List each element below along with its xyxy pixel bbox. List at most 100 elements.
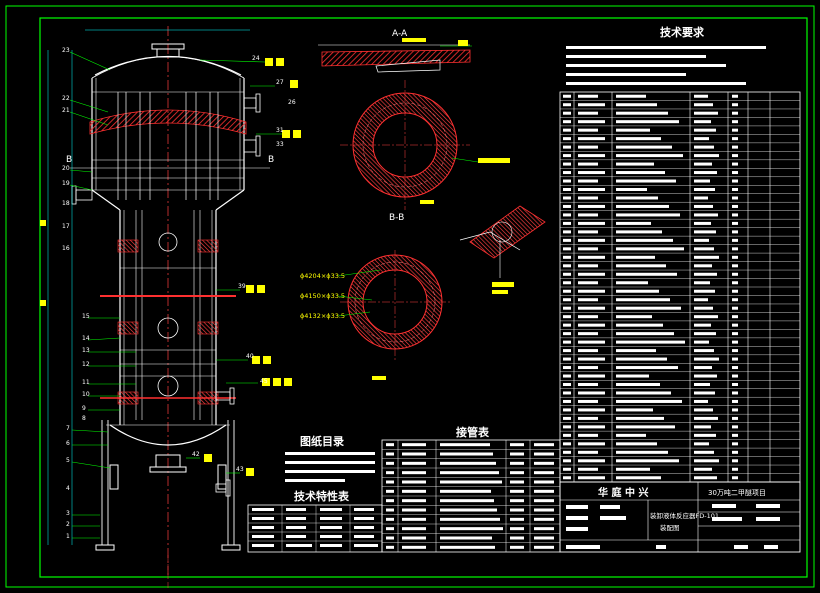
nozzle-cell-std	[440, 545, 495, 549]
nozzle-cell-size	[402, 452, 426, 456]
nozzle-cell-std	[440, 452, 493, 456]
part-17: 17	[62, 223, 70, 230]
parts-cell-name	[616, 476, 661, 480]
part-11: 11	[82, 379, 90, 386]
parts-cell-name	[616, 323, 663, 327]
parts-cell-code	[578, 399, 598, 403]
nozzle-cell-no	[386, 545, 394, 549]
nozzle-cell-std	[440, 499, 494, 503]
parts-cell-qty	[732, 230, 738, 234]
part-7: 7	[66, 425, 70, 432]
parts-cell-qty	[732, 476, 738, 480]
parts-cell-material	[694, 137, 709, 141]
part-20: 20	[62, 165, 70, 172]
parts-cell-name	[616, 399, 682, 403]
parts-cell-material	[694, 204, 713, 208]
parts-cell-code	[578, 179, 598, 183]
parts-cell-name	[616, 408, 653, 412]
parts-cell-material	[694, 120, 711, 124]
part-15: 15	[82, 313, 90, 320]
parts-cell-name	[616, 111, 668, 115]
parts-cell-no	[563, 111, 571, 115]
part-9: 9	[82, 405, 86, 412]
parts-cell-no	[563, 264, 571, 268]
parts-cell-code	[578, 154, 605, 158]
parts-cell-code	[578, 281, 598, 285]
parts-cell-qty	[732, 366, 738, 370]
tech-requirements-block: 技术要求	[566, 25, 766, 85]
nozzle-cell-face	[510, 508, 524, 512]
parts-cell-material	[694, 230, 716, 234]
nozzle-cell-no	[386, 480, 394, 484]
parts-cell-code	[578, 272, 605, 276]
part-26: 26	[288, 99, 296, 106]
part-5: 5	[66, 457, 70, 464]
dim-label-2: ϕ4150×ϕ33.5	[300, 292, 345, 300]
parts-cell-material	[694, 94, 708, 98]
nozzle-cell-size	[402, 536, 426, 540]
parts-cell-qty	[732, 391, 738, 395]
parts-cell-name	[616, 357, 667, 361]
part-45: 45	[260, 378, 268, 385]
parts-cell-qty	[732, 171, 738, 175]
parts-cell-material	[694, 323, 711, 327]
parts-cell-no	[563, 315, 571, 319]
nozzle-cell-no	[386, 508, 394, 512]
drawing-name: 装卸液体反应器FD-101	[650, 511, 719, 520]
parts-cell-material	[694, 349, 714, 353]
parts-cell-name	[616, 196, 658, 200]
nozzle-cell-std	[440, 461, 496, 465]
parts-cell-code	[578, 383, 598, 386]
parts-cell-code	[578, 425, 605, 429]
parts-cell-name	[616, 230, 662, 234]
project-name: 30万吨二甲醚项目	[708, 488, 766, 497]
parts-cell-qty	[732, 357, 738, 361]
parts-cell-code	[578, 366, 598, 370]
part-18: 18	[62, 200, 70, 207]
parts-cell-code	[578, 467, 598, 471]
parts-cell-no	[563, 323, 571, 327]
parts-cell-code	[578, 416, 598, 420]
nozzle-cell-size	[402, 545, 426, 549]
parts-cell-qty	[732, 332, 738, 336]
parts-cell-no	[563, 374, 571, 378]
parts-cell-no	[563, 255, 571, 259]
parts-cell-code	[578, 476, 605, 480]
nozzle-cell-no	[386, 489, 394, 493]
parts-cell-material	[694, 433, 716, 437]
section-aa: A-A	[318, 29, 472, 73]
nozzle-cell-use	[534, 517, 554, 521]
nozzle-cell-face	[510, 499, 524, 503]
parts-cell-qty	[732, 450, 738, 454]
parts-cell-code	[578, 162, 598, 166]
parts-cell-material	[694, 171, 717, 175]
parts-cell-no	[563, 391, 571, 395]
parts-cell-code	[578, 298, 598, 302]
parts-cell-material	[694, 374, 717, 378]
parts-cell-qty	[732, 154, 738, 158]
nozzle-cell-size	[402, 527, 426, 531]
section-b-right: B	[268, 155, 274, 165]
parts-cell-qty	[732, 111, 738, 115]
parts-cell-code	[578, 264, 598, 268]
nozzle-cell-use	[534, 545, 554, 549]
part-12: 12	[82, 361, 90, 368]
parts-cell-code	[578, 196, 598, 200]
parts-cell-qty	[732, 289, 738, 293]
parts-cell-code	[578, 459, 605, 463]
nozzle-cell-no	[386, 452, 394, 456]
nozzle-cell-use	[534, 452, 554, 456]
parts-cell-name	[616, 315, 652, 319]
parts-cell-material	[694, 213, 718, 217]
parts-cell-material	[694, 467, 712, 471]
nozzle-cell-face	[510, 452, 524, 456]
part-10: 10	[82, 391, 90, 398]
parts-cell-name	[616, 383, 660, 386]
parts-cell-no	[563, 332, 571, 336]
parts-cell-qty	[732, 425, 738, 429]
parts-cell-material	[694, 459, 719, 463]
parts-cell-material	[694, 450, 714, 454]
upper-ring-section: B-B	[340, 80, 510, 223]
parts-cell-material	[694, 264, 712, 268]
parts-cell-code	[578, 349, 598, 353]
